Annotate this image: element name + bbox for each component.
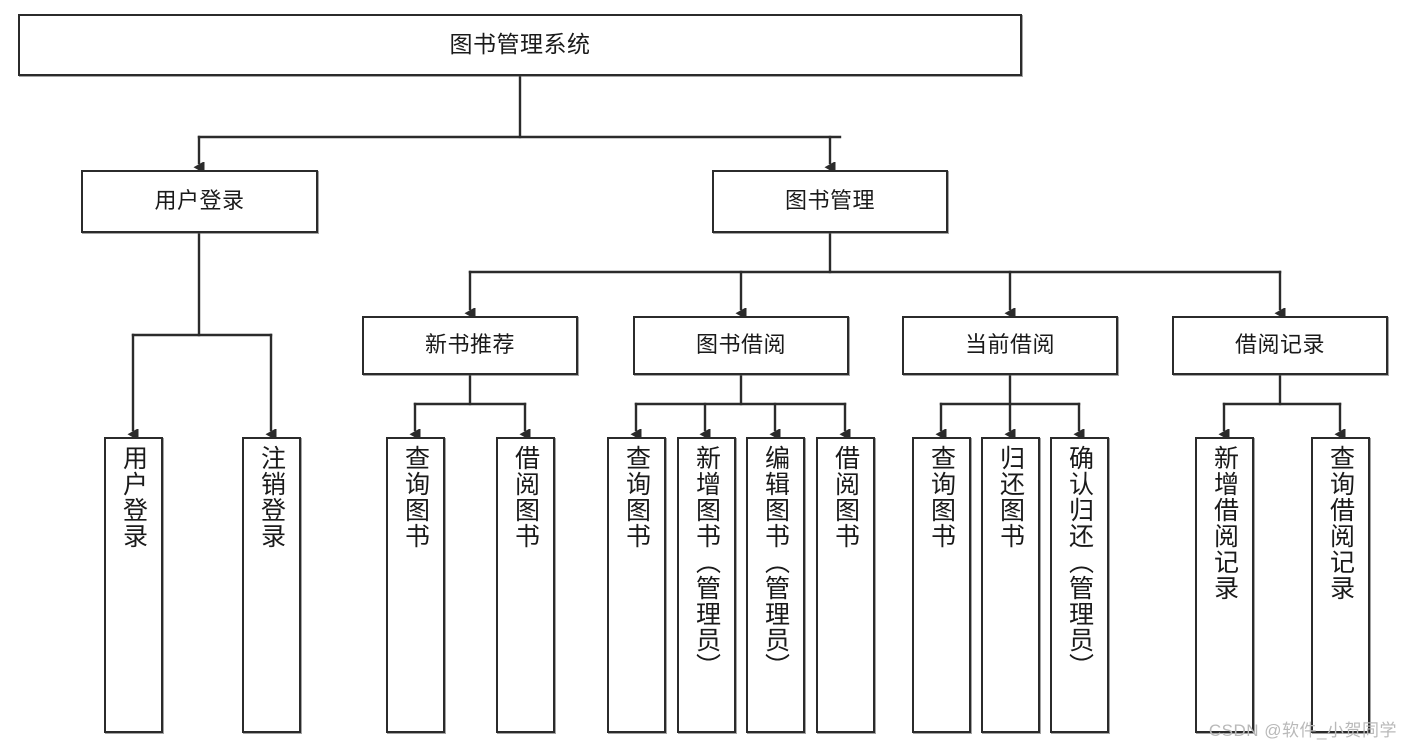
node-leaf-edit-book-admin[interactable]: 编辑图书（管理员） [746,437,805,733]
node-current-borrow[interactable]: 当前借阅 [902,316,1118,375]
node-leaf-confirm-return-admin[interactable]: 确认归还（管理员） [1050,437,1109,733]
node-leaf-add-borrow-record[interactable]: 新增借阅记录 [1195,437,1254,733]
node-label: 编辑图书（管理员） [761,445,790,679]
node-borrow-record[interactable]: 借阅记录 [1172,316,1388,375]
node-label: 新增借阅记录 [1210,445,1239,601]
node-label: 查询借阅记录 [1326,445,1355,601]
node-leaf-query-borrow-record[interactable]: 查询借阅记录 [1311,437,1370,733]
node-book-manage[interactable]: 图书管理 [712,170,948,233]
node-label: 图书管理系统 [449,31,591,58]
node-label: 查询图书 [927,445,956,549]
node-label: 图书管理 [784,188,875,214]
node-book-borrow[interactable]: 图书借阅 [633,316,849,375]
node-leaf-return-book[interactable]: 归还图书 [981,437,1040,733]
node-user-login[interactable]: 用户登录 [81,170,318,233]
node-label: 图书借阅 [695,332,786,358]
node-label: 借阅记录 [1234,332,1325,358]
node-root-book-management-system[interactable]: 图书管理系统 [18,14,1022,76]
node-label: 借阅图书 [511,445,540,549]
node-leaf-query-book-current[interactable]: 查询图书 [912,437,971,733]
node-leaf-borrow-book-recommend[interactable]: 借阅图书 [496,437,555,733]
node-label: 归还图书 [996,445,1025,549]
node-label: 确认归还（管理员） [1065,445,1094,679]
node-label: 用户登录 [119,445,148,549]
node-leaf-query-book-borrow[interactable]: 查询图书 [607,437,666,733]
node-label: 当前借阅 [964,332,1055,358]
csdn-watermark: CSDN @软件_小贺同学 [1208,721,1397,740]
node-label: 查询图书 [401,445,430,549]
node-leaf-user-logout[interactable]: 注销登录 [242,437,301,733]
node-label: 查询图书 [622,445,651,549]
node-leaf-user-login[interactable]: 用户登录 [104,437,163,733]
node-label: 新增图书（管理员） [692,445,721,679]
node-label: 借阅图书 [831,445,860,549]
node-label: 注销登录 [257,445,286,549]
node-leaf-add-book-admin[interactable]: 新增图书（管理员） [677,437,736,733]
node-label: 用户登录 [154,188,245,214]
node-leaf-query-book-recommend[interactable]: 查询图书 [386,437,445,733]
node-label: 新书推荐 [424,332,515,358]
node-new-book-recommend[interactable]: 新书推荐 [362,316,578,375]
node-leaf-borrow-book-borrow[interactable]: 借阅图书 [816,437,875,733]
